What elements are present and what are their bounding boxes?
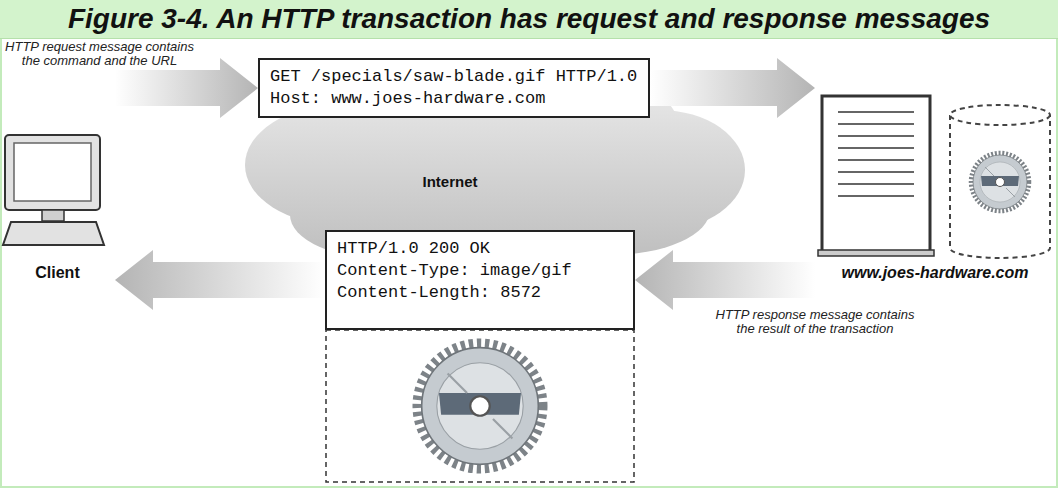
server-icon bbox=[818, 96, 934, 256]
cloud-label: Internet bbox=[370, 173, 530, 190]
figure-title: Figure 3-4. An HTTP transaction has requ… bbox=[68, 3, 990, 35]
flow-arrow bbox=[115, 58, 258, 118]
server-label: www.joes-hardware.com bbox=[841, 264, 1028, 282]
storage-cylinder bbox=[950, 105, 1050, 258]
message-line: Content-Length: 8572 bbox=[337, 282, 623, 304]
annotation-note: HTTP request message contains the comman… bbox=[2, 40, 197, 67]
response-body bbox=[326, 330, 634, 482]
title-band: Figure 3-4. An HTTP transaction has requ… bbox=[0, 0, 1058, 39]
flow-arrow bbox=[115, 250, 325, 310]
annotation-note: HTTP response message contains the resul… bbox=[715, 308, 915, 335]
client-node: Client bbox=[0, 60, 115, 290]
message-line: Content-Type: image/gif bbox=[337, 260, 623, 282]
computer-icon bbox=[3, 135, 104, 245]
flow-arrow bbox=[650, 58, 815, 118]
client-label: Client bbox=[35, 264, 79, 282]
flow-arrow bbox=[635, 250, 815, 310]
server-node: www.joes-hardware.com bbox=[815, 88, 1055, 290]
